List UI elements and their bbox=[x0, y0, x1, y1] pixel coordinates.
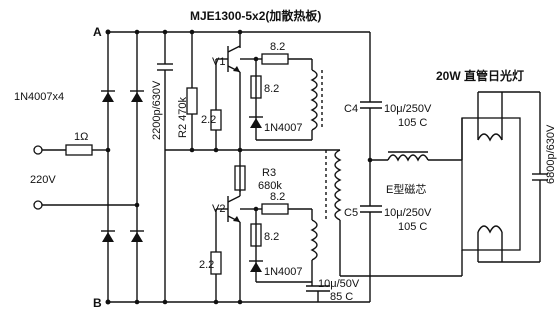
lamp-cap-label: 6800p/630V bbox=[545, 124, 557, 184]
node-a-label: A bbox=[93, 25, 102, 39]
v2-base-resistor-label: 2.2 bbox=[199, 259, 214, 271]
v1-label: V1 bbox=[212, 56, 225, 68]
v1-feedback-resistor-label: 8.2 bbox=[270, 41, 285, 53]
bridge-diodes-label: 1N4007x4 bbox=[14, 91, 64, 103]
filter-cap-label: 2200p/630V bbox=[151, 80, 163, 140]
c5-label: C5 bbox=[344, 207, 358, 219]
v1-diode-label: 1N4007 bbox=[264, 122, 303, 134]
lamp-label: 20W 直管日光灯 bbox=[436, 68, 524, 83]
r3-label: R3 bbox=[262, 167, 276, 179]
r3-value-label: 680k bbox=[258, 180, 282, 192]
c4-temp-label: 105 C bbox=[398, 117, 427, 129]
title-label: MJE1300-5x2(加散热板) bbox=[190, 8, 321, 23]
input-terminal-top bbox=[33, 145, 43, 155]
v2-emitter-resistor bbox=[250, 223, 262, 247]
input-voltage-label: 220V bbox=[30, 174, 56, 186]
v2-feedback-resistor bbox=[261, 203, 289, 215]
v1-diode bbox=[249, 116, 263, 128]
lamp-tube bbox=[461, 117, 521, 251]
v1-emitter-resistor bbox=[250, 75, 262, 99]
v2-diode bbox=[249, 260, 263, 272]
c5-temp-label: 105 C bbox=[398, 221, 427, 233]
ballast-inductor bbox=[387, 154, 429, 162]
v2-diode-label: 1N4007 bbox=[264, 266, 303, 278]
bridge-diode-2 bbox=[130, 90, 144, 102]
v1-emitter-resistor-label: 8.2 bbox=[264, 83, 279, 95]
lamp-filament-top bbox=[477, 133, 503, 142]
fuse-label: 1Ω bbox=[74, 131, 88, 143]
c4-value-label: 10μ/250V bbox=[384, 103, 432, 115]
bridge-diode-1 bbox=[101, 90, 115, 102]
v1-feedback-resistor bbox=[261, 53, 289, 65]
c5-value-label: 10μ/250V bbox=[384, 207, 432, 219]
bridge-diode-3 bbox=[101, 230, 115, 242]
bridge-diode-4 bbox=[130, 230, 144, 242]
node-b-label: B bbox=[93, 296, 102, 310]
c4-label: C4 bbox=[344, 103, 358, 115]
trig-cap-label: 10μ/50V bbox=[318, 278, 360, 290]
v1-drive-winding bbox=[310, 69, 318, 131]
r2-label: R2 470k bbox=[177, 97, 189, 138]
v2-feedback-resistor-label: 8.2 bbox=[270, 191, 285, 203]
core-label: E型磁芯 bbox=[386, 182, 426, 196]
v2-drive-winding bbox=[310, 219, 318, 261]
v1-base-resistor-label: 2.2 bbox=[201, 114, 216, 126]
trig-cap-temp-label: 85 C bbox=[330, 291, 353, 303]
v2-emitter-resistor-label: 8.2 bbox=[264, 231, 279, 243]
lamp-filament-bottom bbox=[477, 225, 503, 234]
output-winding bbox=[334, 149, 342, 221]
fuse-resistor bbox=[65, 144, 93, 156]
input-terminal-bottom bbox=[33, 200, 43, 210]
